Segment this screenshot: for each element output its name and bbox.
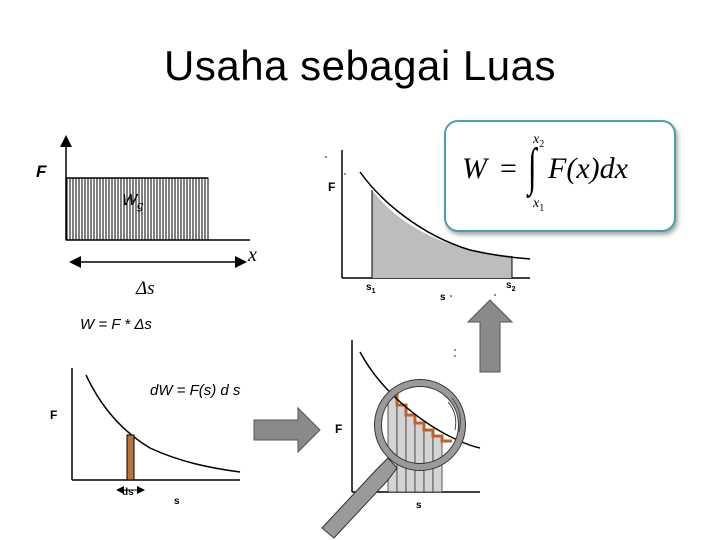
differential-equation: dW = F(s) d s xyxy=(150,382,241,399)
magnified-force-label: F xyxy=(335,422,343,436)
force-curve xyxy=(359,171,531,260)
displacement-label: Δs xyxy=(136,278,155,299)
small-strip-panel xyxy=(71,368,241,494)
x-axis-label: x xyxy=(248,244,257,266)
magnified-panel xyxy=(321,340,481,539)
strip-force-label: F xyxy=(50,408,58,422)
riemann-rectangles xyxy=(387,394,443,493)
ds-label: ds xyxy=(122,487,134,498)
curve-area-panel xyxy=(325,150,531,357)
constant-force-panel xyxy=(60,135,250,268)
magnified-s-axis-label: s xyxy=(416,500,422,511)
force-curve xyxy=(85,374,241,473)
up-arrow-icon xyxy=(466,299,514,373)
area-under-curve xyxy=(372,190,512,278)
step-outline xyxy=(388,393,452,443)
lower-limit: x1 xyxy=(533,196,545,214)
integral-sign-icon: ∫ xyxy=(528,139,537,196)
curve-force-label: F xyxy=(328,180,336,194)
work-equation: W = F * Δs xyxy=(80,316,152,333)
formula-equals: = xyxy=(500,152,517,185)
s-axis-label: s xyxy=(440,292,446,303)
lower-limit-label: s1 xyxy=(366,282,376,295)
work-area-rect xyxy=(65,177,209,241)
right-arrow-icon xyxy=(253,406,321,454)
strip-rect xyxy=(126,434,135,481)
force-curve xyxy=(359,351,481,449)
force-label: F xyxy=(36,162,47,181)
formula-lhs: W xyxy=(462,152,487,185)
formula-integrand: F(x)dx xyxy=(548,152,628,185)
integral-formula-box xyxy=(444,120,676,232)
magnifier-handle-icon xyxy=(321,457,398,539)
page-title: Usaha sebagai Luas xyxy=(164,42,556,89)
magnifier-lens-icon xyxy=(374,379,466,471)
upper-limit-label: s2 xyxy=(506,280,516,293)
strip-s-axis-label: s xyxy=(174,496,180,507)
upper-limit: x2 xyxy=(533,132,545,150)
work-label: Wg xyxy=(122,192,144,213)
